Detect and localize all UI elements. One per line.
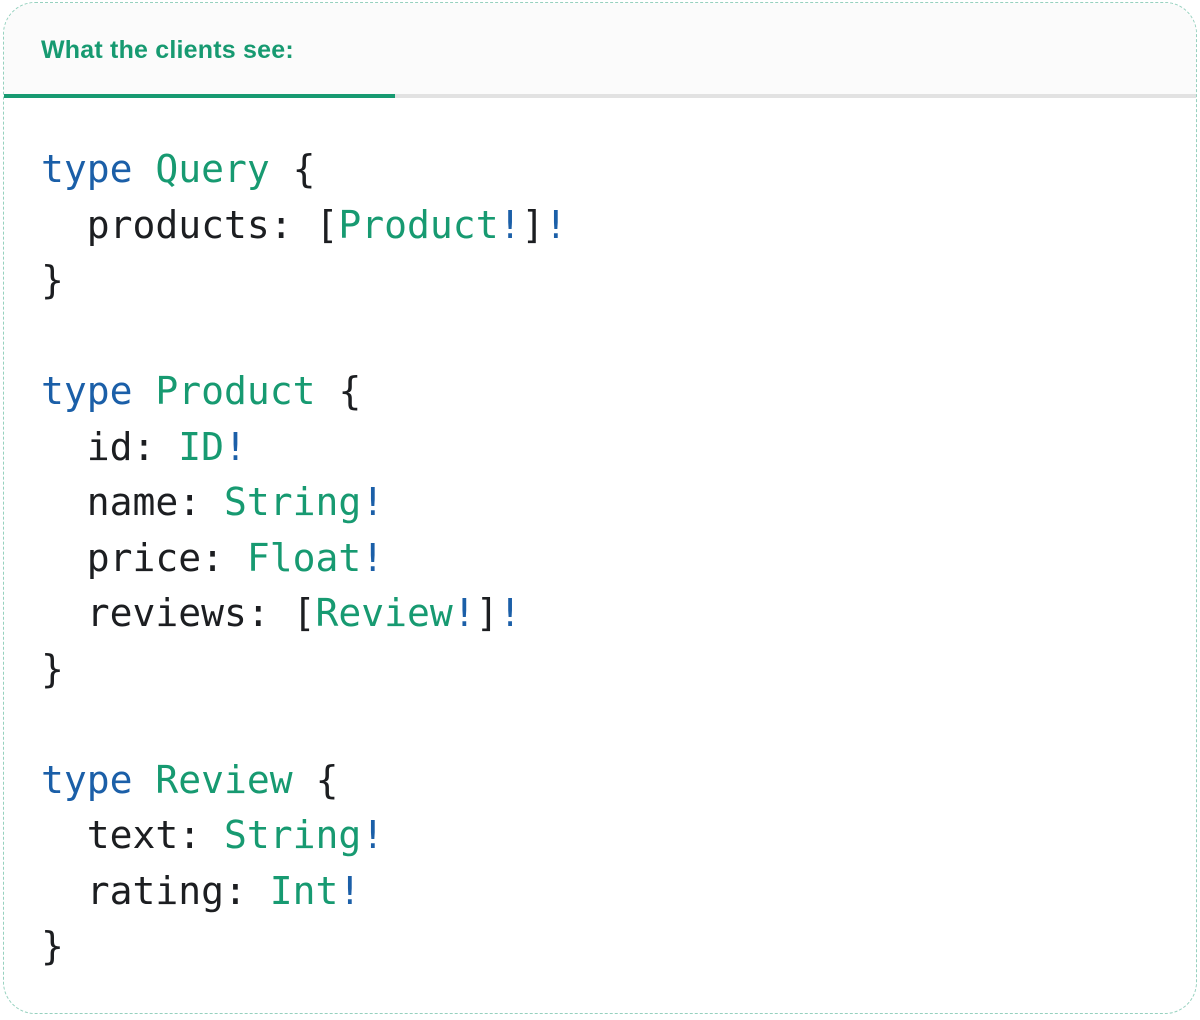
code-line	[41, 309, 1166, 365]
code-line	[41, 697, 1166, 753]
code-token	[133, 147, 156, 191]
code-token: Query	[155, 147, 270, 191]
code-line: name: String!	[41, 475, 1166, 531]
code-token: !	[338, 868, 362, 913]
schema-card: What the clients see: type Query { produ…	[3, 2, 1197, 1014]
code-token: Int	[269, 868, 339, 913]
code-line: }	[41, 642, 1166, 698]
tab-what-clients-see[interactable]: What the clients see:	[4, 3, 395, 98]
code-token: Product	[155, 369, 316, 413]
code-token: !	[452, 591, 476, 635]
code-line: }	[41, 919, 1166, 975]
code-token: !	[498, 202, 522, 247]
code-token: !	[498, 591, 522, 635]
code-token: String	[224, 480, 362, 524]
code-token: type	[41, 369, 133, 413]
code-token: !	[361, 480, 385, 524]
code-token: ]	[475, 591, 499, 635]
code-token: id:	[41, 424, 179, 469]
code-token: }	[41, 258, 64, 302]
code-token: !	[224, 424, 247, 469]
code-token: {	[292, 757, 339, 802]
code-line: type Product {	[41, 364, 1166, 420]
code-token: ID	[178, 424, 225, 469]
code-token: Product	[338, 202, 499, 247]
active-tab-underline	[4, 94, 395, 98]
code-token: }	[41, 924, 64, 968]
code-token	[133, 369, 156, 413]
code-token: price:	[41, 535, 247, 580]
code-block: type Query { products: [Product!]!} type…	[4, 98, 1196, 1005]
code-line: type Query {	[41, 142, 1166, 198]
code-token: type	[41, 147, 133, 191]
code-token: rating:	[41, 868, 270, 913]
code-token: {	[269, 147, 316, 191]
header-divider	[4, 94, 1196, 98]
card-header: What the clients see:	[4, 3, 1196, 98]
code-token: Float	[246, 535, 362, 580]
code-token: !	[361, 813, 385, 857]
code-token: !	[544, 202, 568, 247]
code-line: id: ID!	[41, 420, 1166, 476]
code-line: reviews: [Review!]!	[41, 586, 1166, 642]
code-token: ]	[521, 202, 545, 247]
code-line: type Review {	[41, 753, 1166, 809]
code-token: products: [	[41, 202, 339, 247]
code-token: {	[315, 369, 362, 413]
code-token: type	[41, 757, 133, 802]
code-token: String	[224, 813, 362, 857]
code-token: }	[41, 646, 64, 691]
code-line: rating: Int!	[41, 864, 1166, 920]
code-token: Review	[315, 591, 453, 635]
tab-label: What the clients see:	[41, 36, 294, 64]
code-line: text: String!	[41, 808, 1166, 864]
code-line: price: Float!	[41, 531, 1166, 587]
code-token: name:	[41, 480, 225, 524]
code-token	[133, 758, 156, 802]
code-token: text:	[41, 813, 225, 857]
code-token: !	[361, 535, 385, 580]
code-token: Review	[155, 757, 293, 802]
code-line: }	[41, 253, 1166, 309]
code-token: reviews: [	[41, 591, 316, 635]
code-line: products: [Product!]!	[41, 198, 1166, 254]
